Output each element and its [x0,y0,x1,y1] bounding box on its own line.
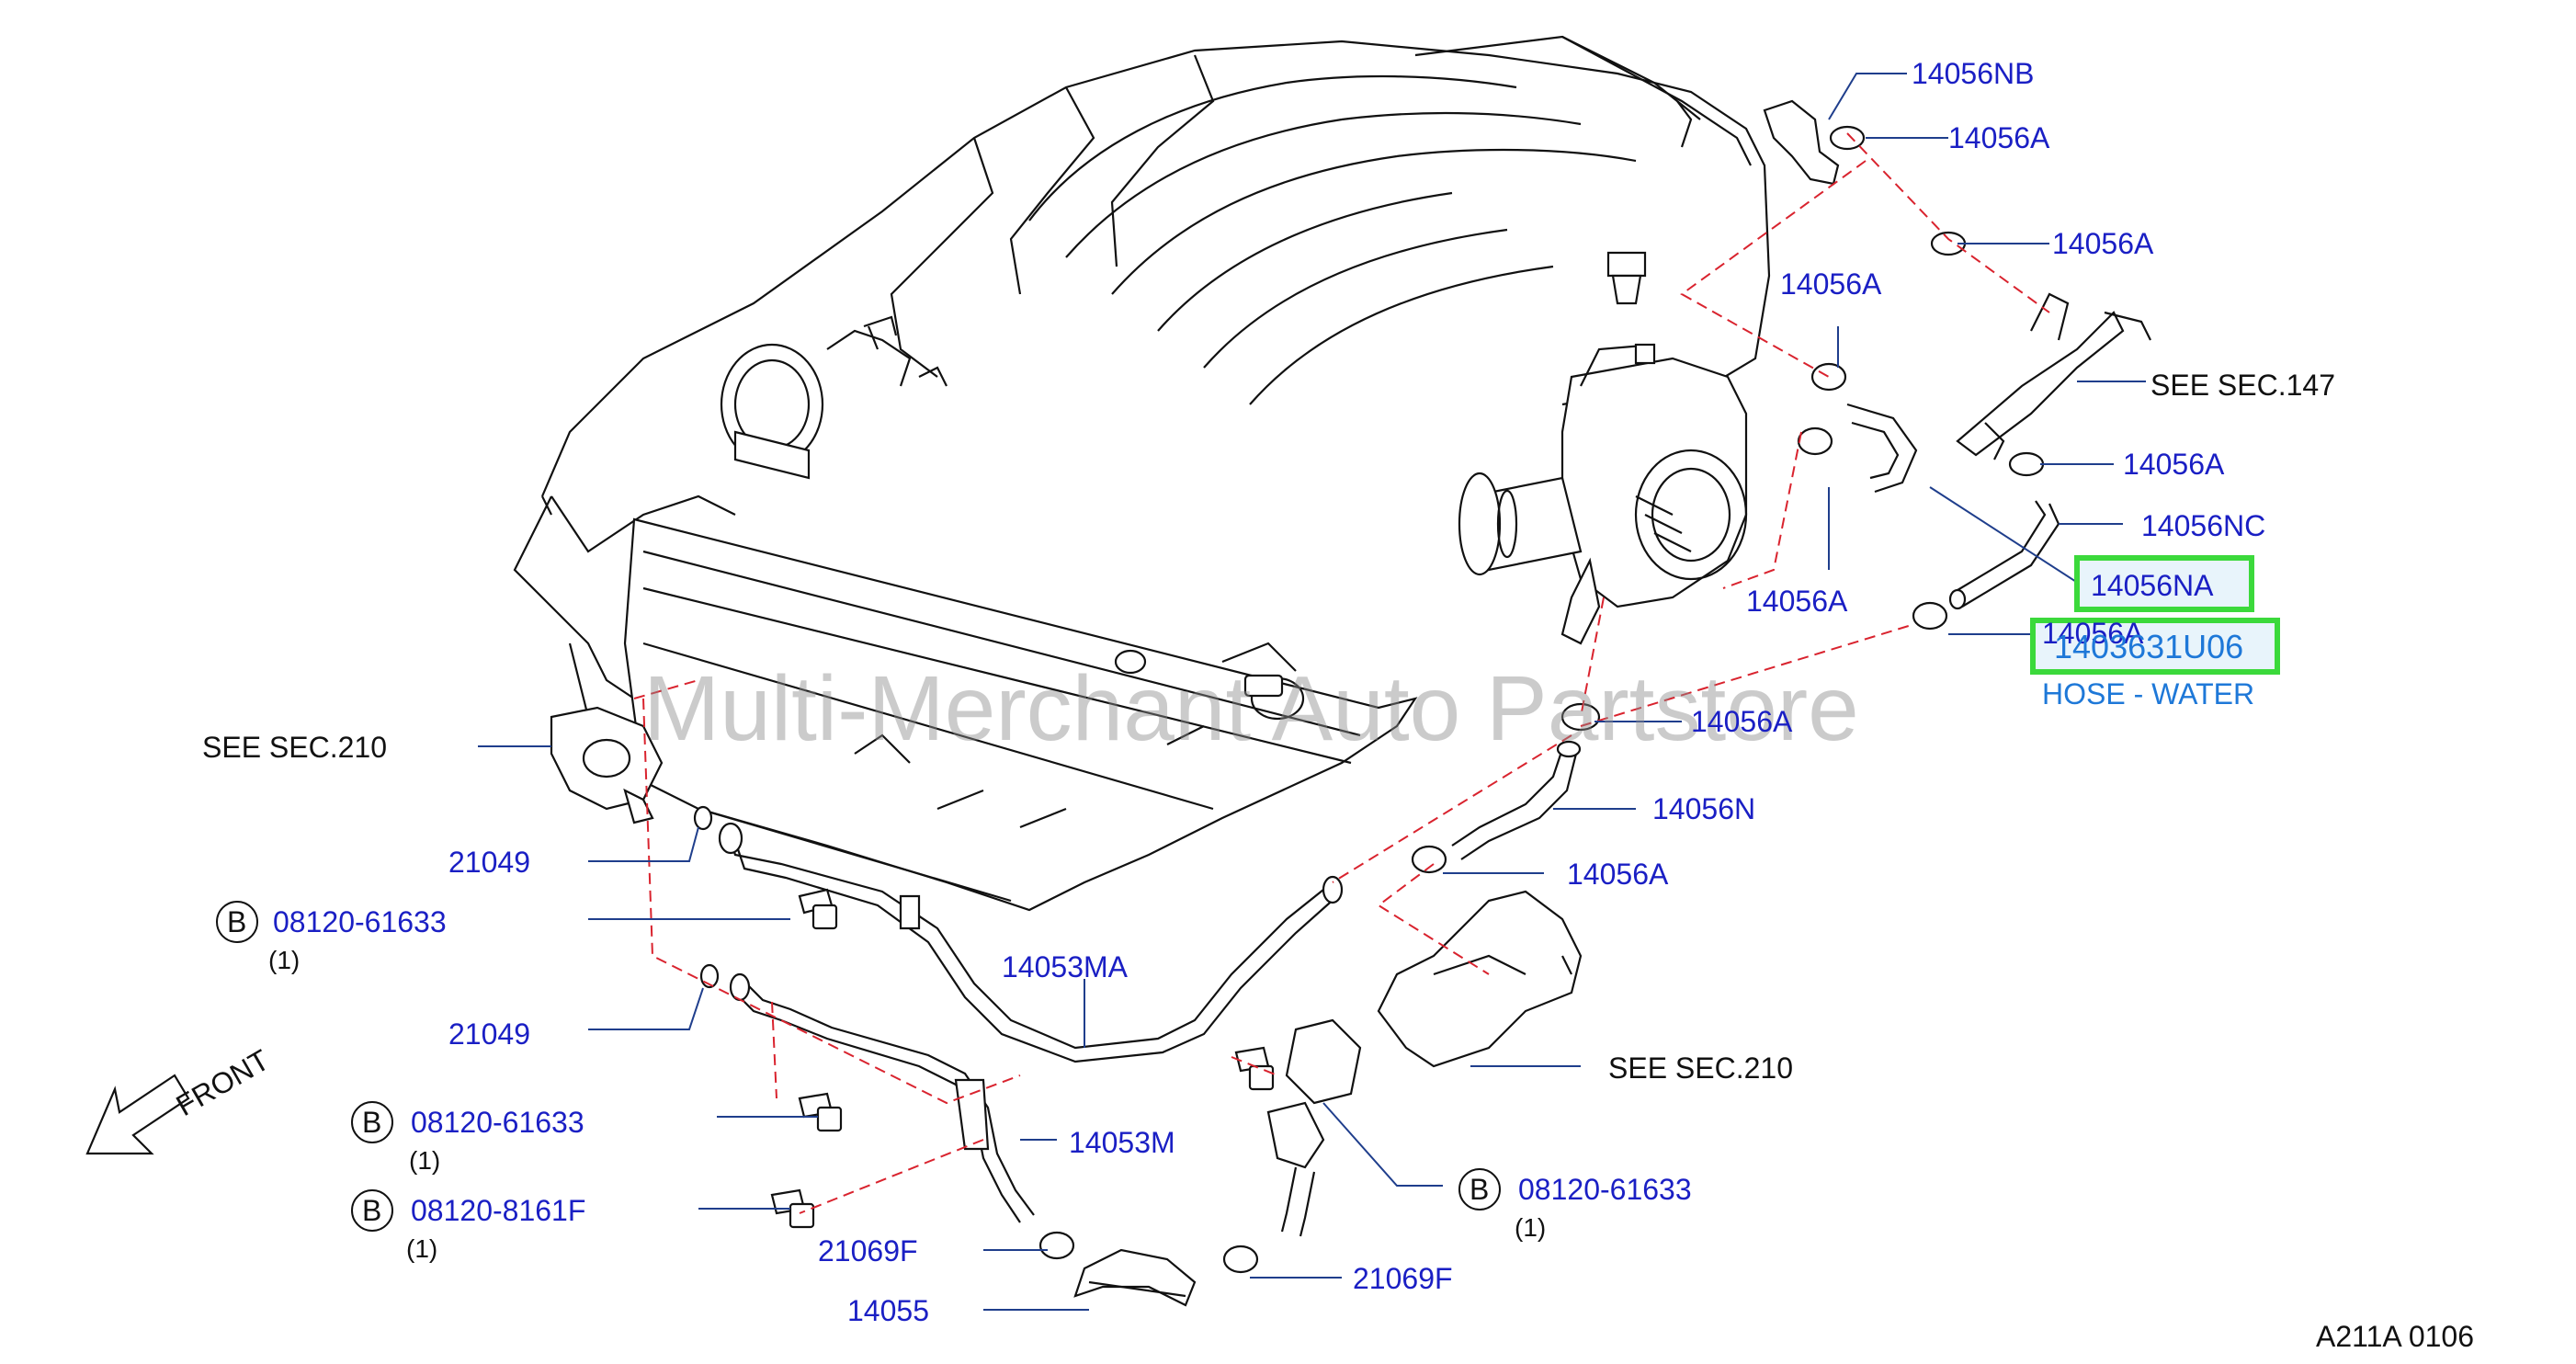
highlight-part-name: HOSE - WATER [2042,677,2254,710]
assembly-dashed-lines [633,132,2050,1214]
water-outlet-left [550,706,664,824]
bracket-sec147 [1956,292,2151,460]
front-label: FRONT [171,1043,275,1122]
diagram-code: A211A 0106 [2316,1320,2474,1353]
callout-08120-8161F[interactable]: 08120-8161F [411,1194,585,1227]
front-arrow-icon [85,1074,190,1155]
quantity-label: (1) [409,1146,440,1175]
callout-14056A[interactable]: 14056A [1948,121,2050,154]
bolt-marker-circle [1458,1168,1501,1211]
hose-14056N [1451,740,1582,860]
engine-assembly [513,35,1771,912]
callout-14056A[interactable]: 14056A [2123,448,2225,481]
hose-14056NA [1846,403,1918,494]
callout-21069F[interactable]: 21069F [1353,1262,1453,1295]
quantity-label: (1) [268,946,300,974]
hose-14056NB [1763,99,1840,186]
bolt-marker: B [227,905,246,938]
gaskets-21049 [693,805,720,989]
callout-14055[interactable]: 14055 [847,1294,929,1327]
callout-14056A[interactable]: 14056A [1567,858,1669,891]
bolt-marker-circle [351,1101,393,1143]
highlight-part-number[interactable]: 1403631U06 [2054,628,2243,665]
highlight-box-14056NA[interactable] [2074,555,2254,612]
quantity-label: (1) [1515,1213,1546,1242]
callout-14056NC[interactable]: 14056NC [2141,509,2265,542]
callout-21069F[interactable]: 21069F [818,1234,918,1267]
highlight-box-part-number[interactable] [2030,618,2280,675]
leader-lines [478,73,2146,1311]
callout-14056A[interactable]: 14056A [1780,267,1882,301]
callout-08120-61633[interactable]: 08120-61633 [1518,1173,1692,1206]
callout-14053MA[interactable]: 14053MA [1002,950,1129,983]
callout-21049[interactable]: 21049 [448,846,530,879]
callout-21049[interactable]: 21049 [448,1017,530,1051]
pipe-14053MA [718,822,1344,1063]
callout-14056N[interactable]: 14056N [1652,792,1755,825]
quantity-label: (1) [406,1234,437,1263]
callout-see-sec210-left[interactable]: SEE SEC.210 [202,731,387,764]
watermark: Multi-Merchant Auto Partstore [643,657,1859,760]
callout-see-sec210-right[interactable]: SEE SEC.210 [1608,1051,1793,1085]
callout-14056A[interactable]: 14056A [2042,617,2144,650]
callout-14056NB[interactable]: 14056NB [1912,57,2034,90]
callout-14056NA[interactable]: 14056NA [2091,569,2214,602]
bolt-marker: B [362,1106,381,1139]
callout-see-sec147[interactable]: SEE SEC.147 [2150,369,2335,402]
bolt-marker: B [362,1194,381,1227]
bolt-marker: B [1470,1173,1489,1206]
bolt-marker-circle [351,1189,393,1232]
hose-clamps [1038,125,2045,1274]
callout-14053M[interactable]: 14053M [1069,1126,1175,1159]
callout-08120-61633[interactable]: 08120-61633 [273,905,447,938]
callout-14056A[interactable]: 14056A [2052,227,2154,260]
bolt-marker-circle [216,901,258,943]
bolts [770,888,1275,1229]
callout-08120-61633[interactable]: 08120-61633 [411,1106,584,1139]
hose-14056NC [1948,500,2060,610]
callout-14056A[interactable]: 14056A [1746,585,1848,618]
hose-14055 [1073,1248,1197,1307]
callout-14056A[interactable]: 14056A [1691,705,1793,738]
water-outlet-right [1266,890,1583,1237]
